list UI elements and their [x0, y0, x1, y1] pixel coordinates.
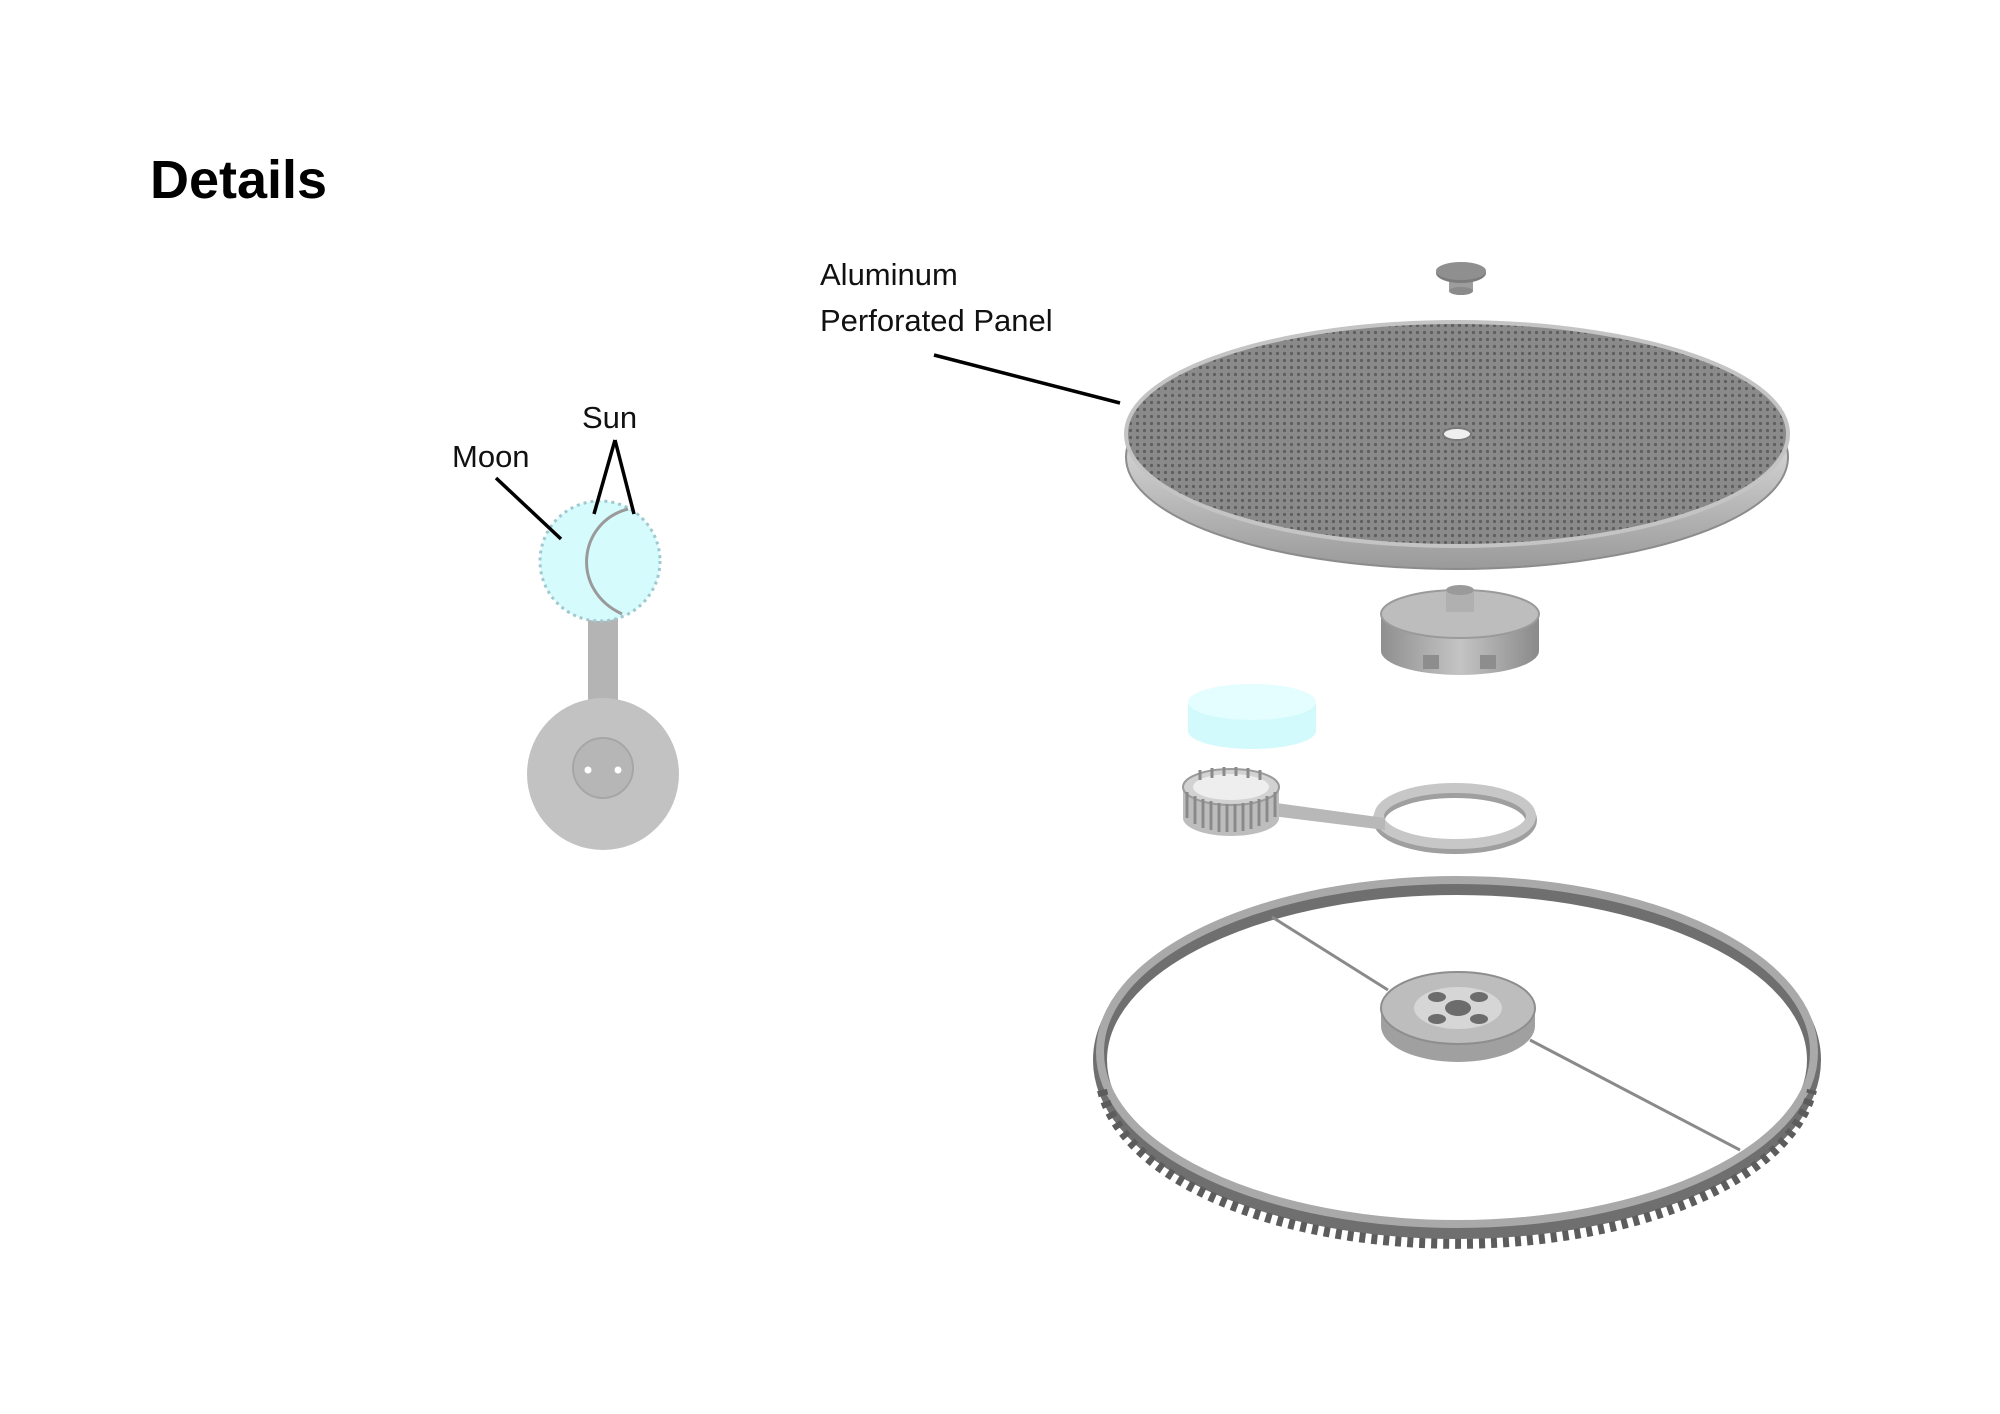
frame-spoke-upper	[1271, 915, 1389, 992]
moon-sun-dial-assembly	[494, 439, 679, 850]
center-hub-spacer	[1380, 585, 1540, 675]
sun-crescent	[585, 507, 629, 616]
dial-base-pin-left	[584, 766, 592, 774]
moon-label: Moon	[452, 439, 530, 474]
frame-center-hub	[1380, 971, 1536, 1062]
base-frame-ring	[1093, 876, 1821, 1249]
gear-arm-ring-part	[1182, 767, 1537, 854]
sun-leader-line-right	[613, 439, 636, 515]
moon-disc	[538, 499, 662, 623]
moon-leader-line	[494, 476, 563, 541]
panel-leader-line	[933, 353, 1121, 405]
dial-arm	[588, 612, 618, 714]
aluminum-panel-label-line1: Aluminum	[820, 257, 958, 292]
frame-spoke-lower	[1529, 1038, 1741, 1152]
panel-center-hole	[1442, 427, 1472, 441]
page-title: Details	[150, 150, 328, 210]
sun-label: Sun	[582, 400, 638, 435]
dial-base-hub	[572, 737, 634, 799]
glass-lens-disc	[1188, 684, 1316, 749]
top-cap-knob	[1436, 262, 1486, 295]
sun-leader-line-left	[592, 439, 617, 515]
aluminum-panel-label-line2: Perforated Panel	[820, 303, 1053, 338]
aluminum-perforated-panel	[1124, 320, 1790, 570]
exploded-stack	[933, 262, 1821, 1249]
dial-base-pin-right	[614, 766, 622, 774]
